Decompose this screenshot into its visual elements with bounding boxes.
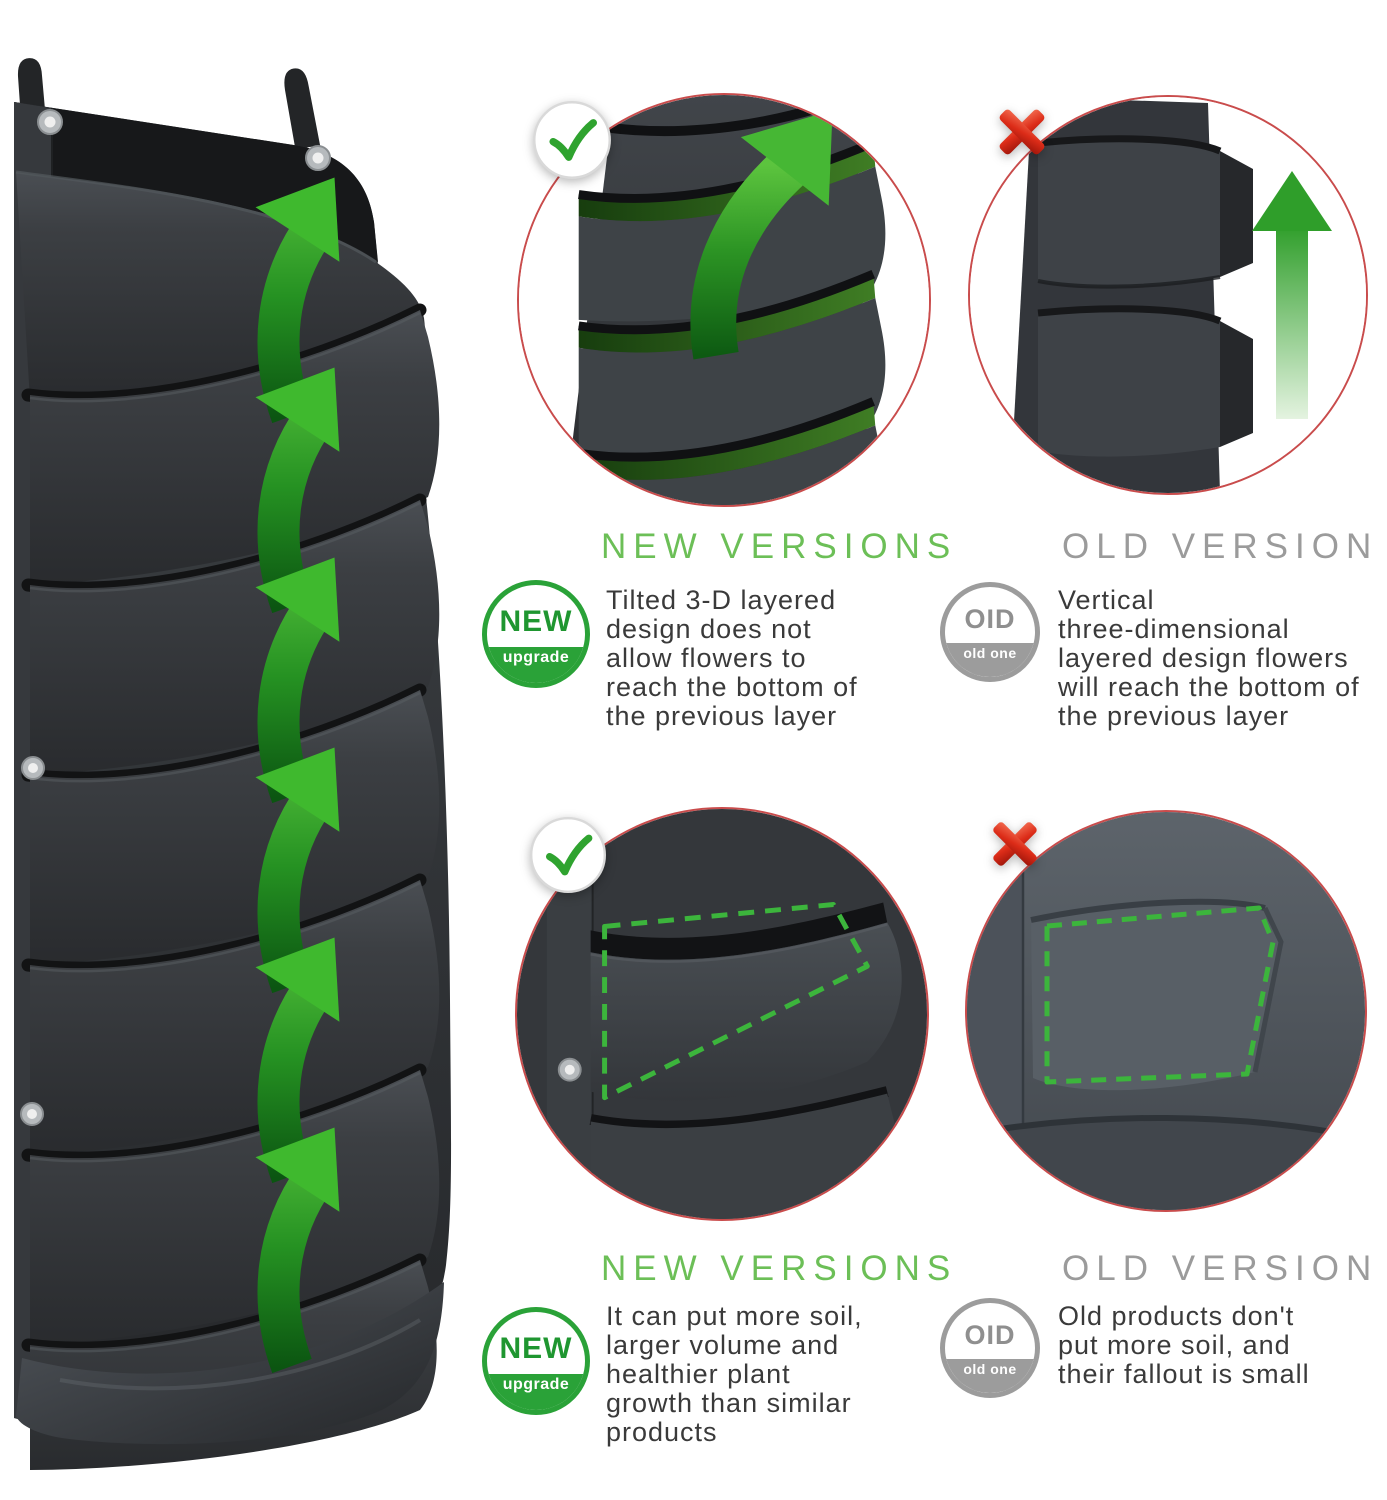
new-version-photo-bottom: [515, 807, 929, 1221]
new-version-photo-top: [517, 93, 931, 507]
up-arrow-icon: [1252, 171, 1332, 419]
grommet: [557, 1057, 582, 1082]
old-version-photo-top: [968, 95, 1368, 495]
badge-sublabel: upgrade: [487, 647, 585, 683]
old-version-description: Old products don't put more soil, and th…: [1058, 1301, 1310, 1389]
bottom-fold: [16, 1282, 444, 1445]
grommets: [20, 109, 331, 1126]
top-pocket-interior: [14, 102, 378, 262]
badge-sublabel: upgrade: [487, 1374, 585, 1410]
old-one-badge: OID old one: [940, 1298, 1040, 1398]
volume-outline: [602, 902, 870, 1101]
badge-label: OID: [964, 604, 1016, 634]
badge-label: OID: [964, 1320, 1016, 1350]
new-upgrade-badge: NEW upgrade: [482, 580, 590, 688]
old-version-heading: OLD VERSION: [1062, 1249, 1379, 1288]
badge-sublabel: old one: [945, 1359, 1035, 1393]
badge-sublabel: old one: [945, 643, 1035, 677]
old-version-heading: OLD VERSION: [1062, 527, 1379, 566]
up-arrow-icon: [690, 110, 833, 360]
cross-icon: [982, 811, 1048, 877]
hanging-planter-photo: [14, 58, 452, 1470]
check-icon: [528, 815, 608, 895]
new-upgrade-badge: NEW upgrade: [482, 1307, 590, 1415]
planter-pockets: [15, 170, 440, 1470]
new-version-description: Tilted 3-D layered design does not allow…: [606, 585, 858, 731]
cross-icon: [988, 98, 1056, 166]
new-versions-heading: NEW VERSIONS: [601, 527, 958, 566]
new-version-description: It can put more soil, larger volume and …: [606, 1301, 863, 1447]
volume-outline: [1044, 905, 1276, 1085]
badge-label: NEW: [499, 605, 573, 638]
old-one-badge: OID old one: [940, 582, 1040, 682]
check-icon: [531, 99, 613, 181]
new-versions-heading: NEW VERSIONS: [601, 1249, 958, 1288]
old-version-description: Vertical three-dimensional layered desig…: [1058, 585, 1360, 731]
badge-label: NEW: [499, 1332, 573, 1365]
